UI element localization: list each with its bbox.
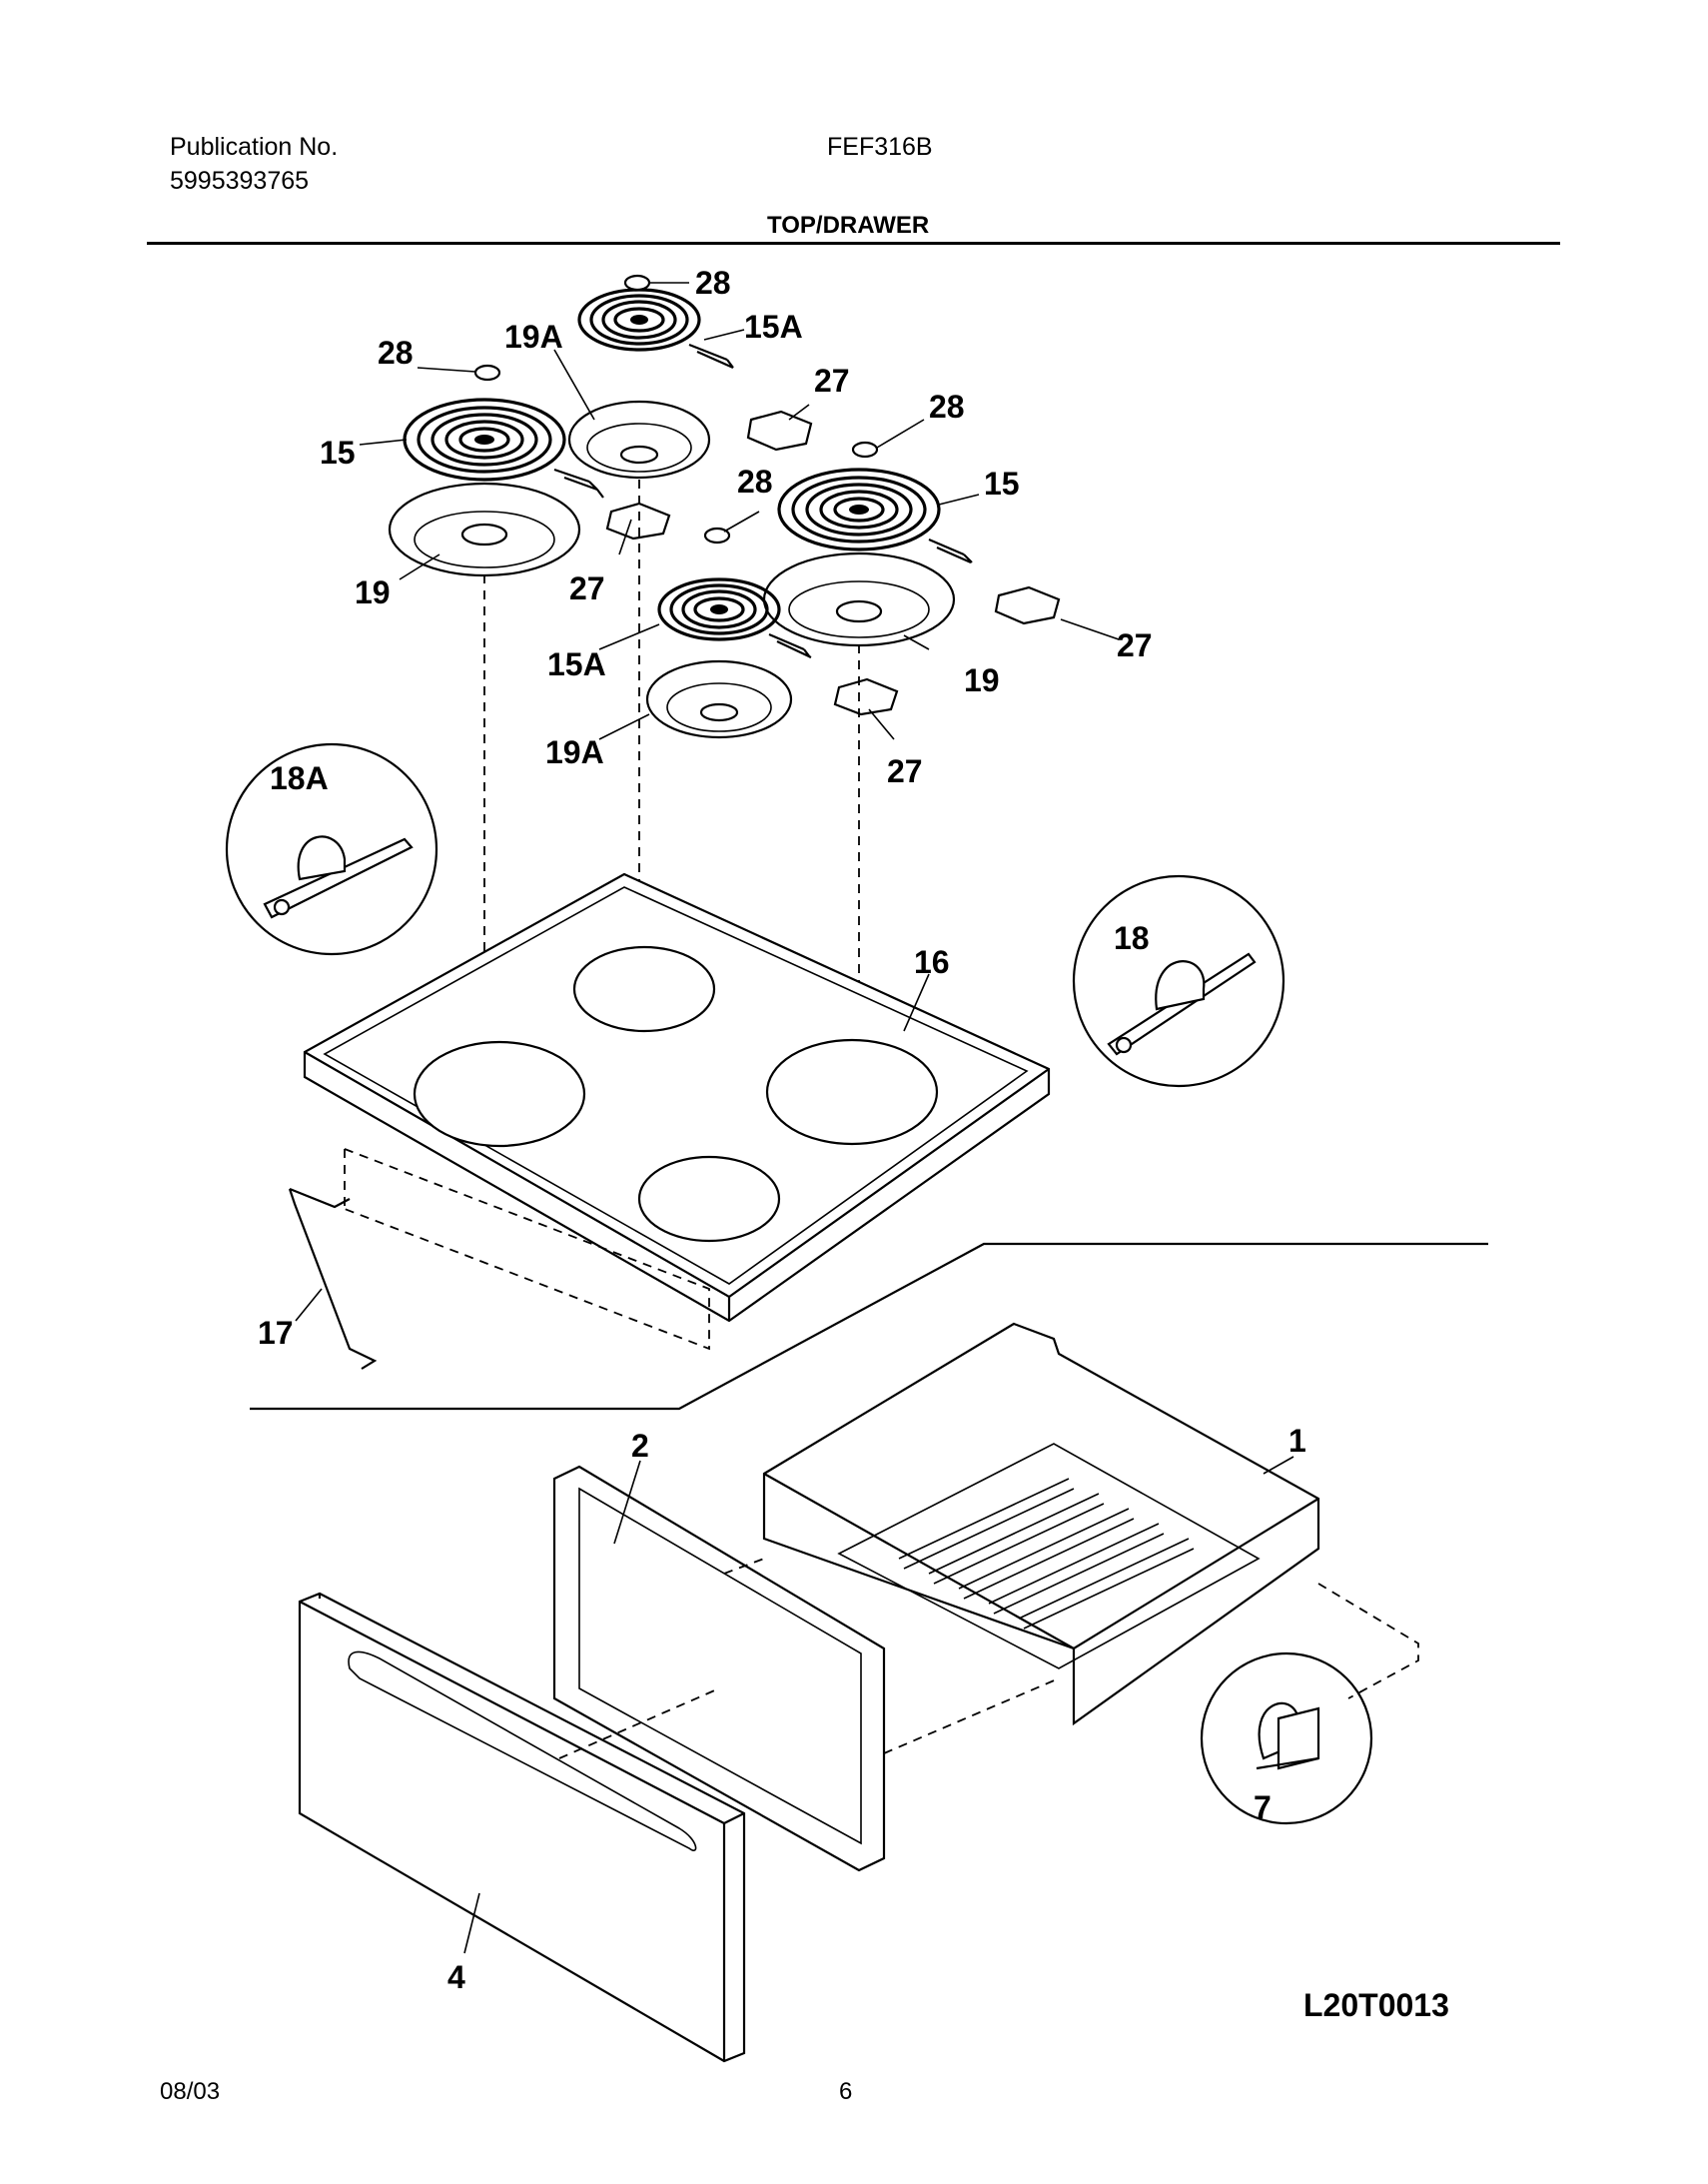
footer-date: 08/03: [160, 2078, 221, 2105]
callout-4: 4: [447, 1959, 465, 1995]
callout-27: 27: [887, 753, 923, 789]
callout-19: 19: [964, 662, 1000, 698]
publication-number: 5995393765: [170, 167, 310, 195]
section-title: TOP/DRAWER: [767, 212, 930, 239]
callout-17: 17: [258, 1315, 294, 1351]
callout-28: 28: [695, 265, 731, 301]
support-bracket: [288, 1148, 710, 1370]
detail-circle-18: [1072, 874, 1285, 1088]
header-rule: [147, 242, 1560, 245]
callout-27: 27: [814, 363, 850, 399]
model-number: FEF316B: [827, 133, 933, 161]
callout-7: 7: [1254, 1789, 1272, 1825]
callout-15: 15: [320, 435, 356, 471]
leader-lines: [295, 282, 1294, 1954]
callout-15a: 15A: [744, 309, 803, 345]
callout-27: 27: [1117, 627, 1153, 663]
element-back-small: [567, 274, 734, 480]
callout-19a: 19A: [545, 734, 604, 770]
detail-circle-18a: [225, 742, 438, 956]
drawer-front: [298, 1592, 746, 2063]
callout-2: 2: [631, 1428, 649, 1464]
element-left-large: [388, 364, 604, 577]
callout-19: 19: [355, 574, 391, 610]
callout-1: 1: [1288, 1423, 1306, 1459]
callout-27: 27: [569, 570, 605, 606]
page-number: 6: [839, 2078, 853, 2105]
callout-16: 16: [914, 944, 950, 980]
callout-15: 15: [984, 466, 1020, 502]
callout-28: 28: [378, 335, 414, 371]
callout-28: 28: [929, 389, 965, 425]
separator-line: [250, 1242, 1488, 1411]
element-front-small: [645, 527, 812, 739]
element-right-large: [762, 441, 973, 647]
publication-label: Publication No.: [170, 133, 339, 161]
diagram-code: L20T0013: [1303, 1987, 1449, 2023]
detail-circle-7: [1200, 1651, 1373, 1825]
callout-19a: 19A: [504, 319, 563, 355]
receptacle-parts: [605, 410, 1061, 716]
callout-15a: 15A: [547, 646, 606, 682]
callout-18a: 18A: [270, 760, 329, 796]
cooktop: [303, 872, 1051, 1323]
drawer-body: [762, 1322, 1419, 1726]
callout-28: 28: [737, 464, 773, 500]
callout-18: 18: [1114, 920, 1150, 956]
drawer-liner: [552, 1465, 1060, 1872]
